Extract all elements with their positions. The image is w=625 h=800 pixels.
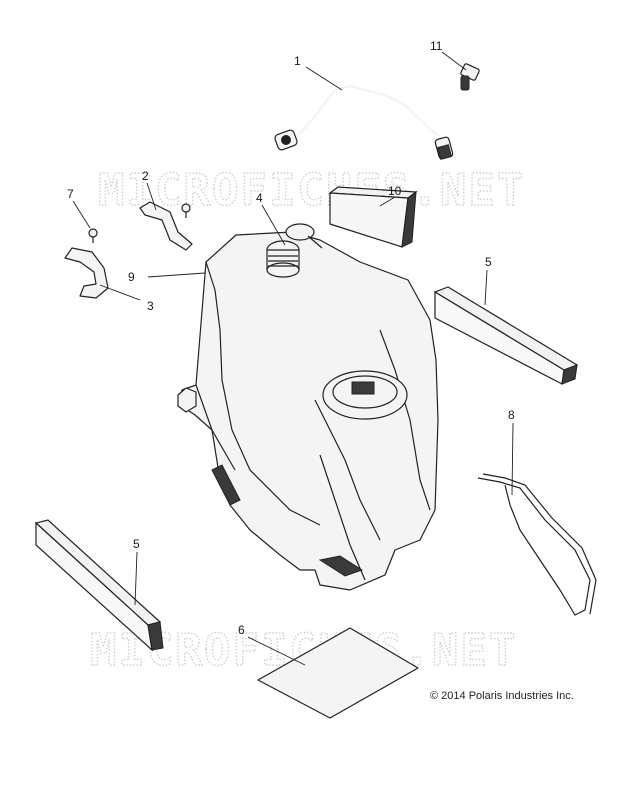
- callout-8: 8: [508, 408, 515, 422]
- callout-2: 2: [142, 169, 149, 183]
- strap-part: [477, 473, 597, 616]
- callout-5-lower: 5: [133, 537, 140, 551]
- clip-part: [460, 63, 480, 91]
- callout-1: 1: [294, 54, 301, 68]
- leader-lines: [72, 51, 514, 666]
- watermark-top: MICROFICHES.NET: [98, 165, 525, 216]
- fuel-tank-part: [177, 223, 439, 591]
- callout-11: 11: [430, 39, 443, 53]
- foam-strip-upper: [433, 286, 579, 385]
- lower-bracket-part: [64, 247, 109, 299]
- foam-strip-lower: [34, 519, 164, 652]
- fuel-hose-part: [274, 84, 454, 160]
- callout-7: 7: [67, 187, 74, 201]
- callout-5-upper: 5: [485, 255, 492, 269]
- bolt-part: [88, 228, 98, 243]
- foam-block-10: [328, 186, 418, 248]
- callout-6: 6: [238, 623, 245, 637]
- callout-9: 9: [128, 270, 135, 284]
- copyright-text: © 2014 Polaris Industries Inc.: [430, 690, 574, 702]
- bracket-part: [139, 201, 193, 251]
- callout-10: 10: [388, 184, 402, 198]
- callout-4: 4: [256, 191, 263, 205]
- callout-3: 3: [147, 299, 154, 313]
- pad-part: [257, 627, 419, 719]
